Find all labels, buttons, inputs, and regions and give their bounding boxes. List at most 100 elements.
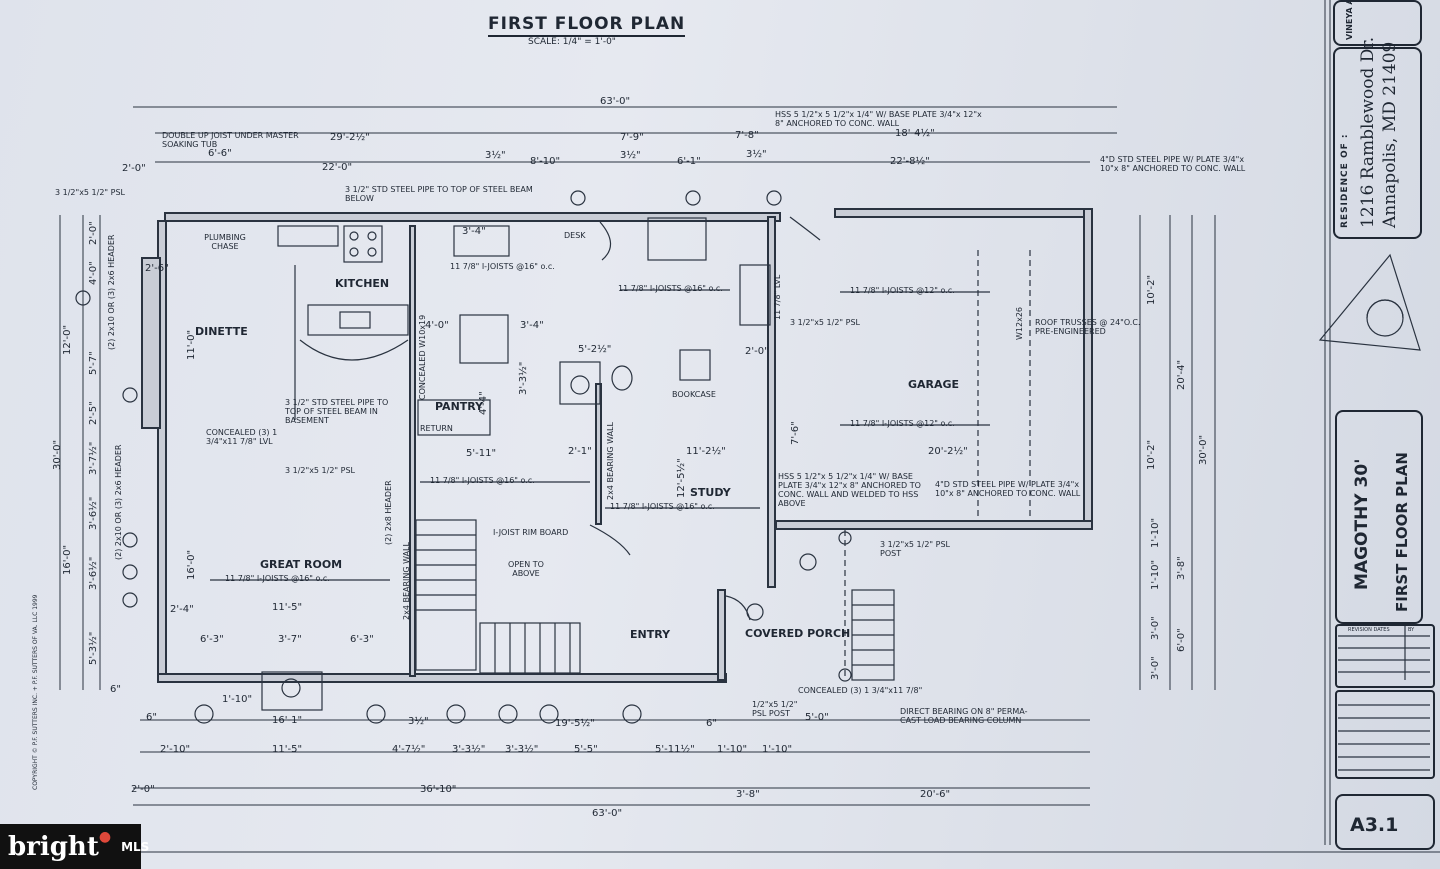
- dim-gr2: 11'-5": [272, 602, 303, 613]
- dim-right-mid-3: 10'-2": [1146, 439, 1157, 470]
- note-joists-great: 11 7/8" I-JOISTS @16" o.c.: [225, 574, 330, 583]
- note-joists-garage-2: 11 7/8" I-JOISTS @12" o.c.: [850, 419, 955, 428]
- logo-suffix: MLS: [121, 839, 150, 854]
- dim-left-inner-9: 6": [110, 684, 121, 695]
- note-bearing-wall-2: 2x4 BEARING WALL: [402, 542, 411, 620]
- dim-bottom-row2-4: 3'-3½": [452, 744, 486, 755]
- room-kitchen: KITCHEN: [335, 277, 390, 290]
- note-joists-study-top: 11 7/8" I-JOISTS @16" o.c.: [618, 284, 723, 293]
- note-hss-bottom: HSS 5 1/2"x 5 1/2"x 1/4" W/ BASE PLATE 3…: [778, 472, 921, 508]
- dim-bottom-row3-3: 3'-8": [736, 789, 760, 800]
- dim-right-inner-4: 3'-0": [1150, 656, 1161, 680]
- dim-bottom-row2-7: 5'-11½": [655, 744, 695, 755]
- note-psl-study: 3 1/2"x5 1/2" PSL: [790, 318, 861, 327]
- dim-s2: 2'-0": [745, 346, 769, 357]
- residence-address-1: 1216 Ramblewood Dr.: [1358, 36, 1378, 228]
- dim-s3: 7'-6": [790, 421, 801, 445]
- dim-bottom-5: 19'-5½": [555, 718, 595, 729]
- room-open-to-above: OPEN TO ABOVE: [508, 560, 544, 578]
- dim-bottom-1: 6": [146, 712, 157, 723]
- dim-top-row2-1: 2'-0": [122, 163, 146, 174]
- drawing-info-table: [1335, 690, 1435, 779]
- title-block-residence: [1333, 47, 1422, 239]
- room-return: RETURN: [420, 424, 453, 433]
- dim-s5: 5'-11": [466, 448, 497, 459]
- note-header-2: (2) 2x10 OR (3) 2x6 HEADER: [114, 444, 123, 560]
- dim-s8: 12'-5½": [676, 458, 687, 498]
- note-rim-board: I-JOIST RIM BOARD: [493, 528, 569, 537]
- dim-left-inner-7: 3'-6½": [88, 556, 99, 590]
- dim-bottom-6: 6": [706, 718, 717, 729]
- wall-north-garage: [834, 208, 1093, 218]
- note-concealed-lvl: CONCEALED (3) 1 3/4"x11 7/8" LVL: [206, 428, 278, 446]
- drawing-scale: SCALE: 1/4" = 1'-0": [528, 37, 616, 47]
- dim-bottom-4: 3½": [408, 716, 429, 727]
- dim-bottom-row2-2: 11'-5": [272, 744, 303, 755]
- room-entry: ENTRY: [630, 628, 671, 641]
- dim-right-mid-4: 3'-8": [1176, 556, 1187, 580]
- revision-by: BY: [1408, 627, 1415, 633]
- note-psl-mid: 3 1/2"x5 1/2" PSL: [285, 466, 356, 475]
- dim-right-outer: 30'-0": [1198, 434, 1209, 465]
- note-hss-top: HSS 5 1/2"x 5 1/2"x 1/4" W/ BASE PLATE 3…: [775, 110, 982, 128]
- dim-k3: 3'-4": [520, 320, 544, 331]
- dim-left-mid-1: 12'-0": [62, 324, 73, 355]
- dim-porch1: 5'-0": [805, 712, 829, 723]
- dim-right-mid-1: 20'-4": [1176, 359, 1187, 390]
- room-dinette: DINETTE: [195, 325, 248, 338]
- dim-top-row2-2: 6'-6": [208, 148, 232, 159]
- dim-gr3: 2'-4": [170, 604, 194, 615]
- dim-gr6: 6'-3": [350, 634, 374, 645]
- dim-right-mid-2: 10'-2": [1146, 274, 1157, 305]
- dim-s4: 11'-2½": [686, 446, 726, 457]
- dim-top-2: 7'-9": [620, 132, 644, 143]
- note-lvl: 11 7/8" LVL: [773, 274, 782, 320]
- dim-left-inner-1: 2'-0": [88, 221, 99, 245]
- dim-bottom-row2-9: 1'-10": [762, 744, 793, 755]
- note-psl-post-2: 1/2"x5 1/2" PSL POST: [752, 700, 798, 718]
- room-desk: DESK: [564, 231, 586, 240]
- dim-k5: 2'-6": [145, 263, 169, 274]
- note-header-1: (2) 2x10 OR (3) 2x6 HEADER: [107, 234, 116, 350]
- title-block-sheet-info: [1335, 410, 1423, 624]
- note-steel-pipe-mid: 3 1/2" STD STEEL PIPE TO TOP OF STEEL BE…: [285, 398, 389, 425]
- note-concealed-w: CONCEALED W10x19: [418, 314, 427, 400]
- room-bookcase: BOOKCASE: [672, 390, 716, 399]
- residence-address-2: Annapolis, MD 21409: [1380, 41, 1400, 228]
- room-pantry: PANTRY: [435, 400, 484, 413]
- dim-top-row2-5: 8'-10": [530, 156, 561, 167]
- revision-dates: REVISION DATES: [1348, 627, 1390, 633]
- dim-gr5: 3'-7": [278, 634, 302, 645]
- note-std-steel-bottom: 4"D STD STEEL PIPE W/ PLATE 3/4"x 10"x 8…: [935, 480, 1081, 498]
- dim-left-inner-5: 3'-7½": [88, 441, 99, 475]
- note-psl-top: 3 1/2"x5 1/2" PSL: [55, 188, 126, 197]
- dim-s6: 4'-4": [478, 391, 489, 415]
- note-copyright: COPYRIGHT © P.F. SUTTERS INC. + P.F. SUT…: [32, 594, 39, 791]
- note-bearing-wall: 2x4 BEARING WALL: [606, 422, 615, 500]
- dim-right-inner-2: 1'-10": [1150, 559, 1161, 590]
- note-concealed-bottom: CONCEALED (3) 1 3/4"x11 7/8": [798, 686, 923, 695]
- dim-top-4: 18'-4½": [895, 128, 935, 139]
- room-great-room: GREAT ROOM: [260, 558, 343, 571]
- dim-left-outer: 30'-0": [52, 439, 63, 470]
- note-direct-bearing: DIRECT BEARING ON 8" PERMA-CAST LOAD BEA…: [900, 707, 1028, 725]
- room-garage: GARAGE: [908, 378, 960, 391]
- title-block-corner: [1333, 0, 1422, 46]
- note-joists-garage: 11 7/8" I-JOISTS @12" o.c.: [850, 286, 955, 295]
- dim-left-inner-4: 2'-5": [88, 401, 99, 425]
- note-joists-stair: 11 7/8" I-JOISTS @16" o.c.: [430, 476, 535, 485]
- dim-k1: 3'-4": [462, 226, 486, 237]
- dim-gr4: 6'-3": [200, 634, 224, 645]
- dim-bottom-row2-8: 1'-10": [717, 744, 748, 755]
- dim-bottom-row3-2: 36'-10": [420, 784, 457, 795]
- dim-bottom-row3-1: 2'-0": [131, 784, 155, 795]
- dim-right-inner-3: 3'-0": [1150, 616, 1161, 640]
- sheet-number-box: [1335, 794, 1435, 850]
- residence-label: RESIDENCE OF :: [1340, 133, 1350, 228]
- note-steel-pipe-top: 3 1/2" STD STEEL PIPE TO TOP OF STEEL BE…: [345, 185, 533, 203]
- dim-s1: 5'-2½": [578, 344, 612, 355]
- note-joists-study: 11 7/8" I-JOISTS @16" o.c.: [610, 502, 715, 511]
- dim-bottom-row2-1: 2'-10": [160, 744, 191, 755]
